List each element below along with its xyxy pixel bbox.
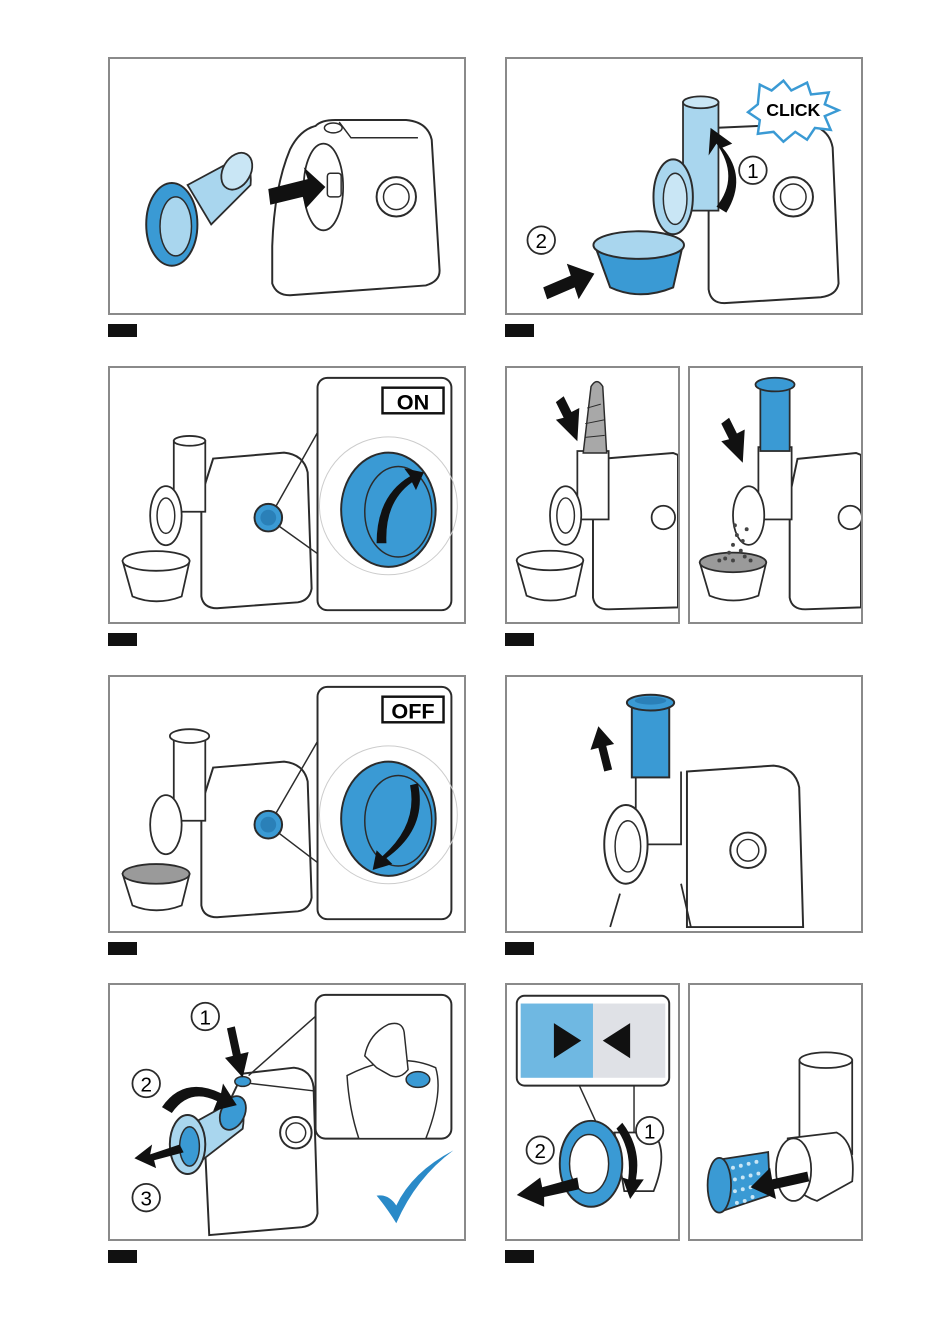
step-5-panel: OFF xyxy=(108,675,466,933)
step-8a-panel: 1 2 xyxy=(505,983,680,1241)
step-tab-4 xyxy=(505,633,534,646)
step-8b-panel xyxy=(688,983,863,1241)
push-food-illustration xyxy=(690,368,861,622)
step-tab-7 xyxy=(108,1250,137,1263)
attach-holder-illustration xyxy=(110,59,464,313)
step-2-panel: 1 CLICK 2 xyxy=(505,57,863,315)
step-7-panel: 1 2 3 xyxy=(108,983,466,1241)
callout-1: 1 xyxy=(747,160,759,183)
on-label: ON xyxy=(397,389,429,414)
callout-1: 1 xyxy=(644,1120,655,1143)
step-tab-8 xyxy=(505,1250,534,1263)
off-label: OFF xyxy=(391,698,434,723)
callout-2: 2 xyxy=(140,1073,152,1096)
remove-pusher-illustration xyxy=(507,677,861,931)
click-bowl-illustration: 1 CLICK 2 xyxy=(507,59,861,313)
callout-3: 3 xyxy=(140,1188,152,1211)
step-4b-panel xyxy=(688,366,863,624)
step-tab-1 xyxy=(108,324,137,337)
callout-2: 2 xyxy=(535,230,547,253)
step-tab-5 xyxy=(108,942,137,955)
step-4a-panel xyxy=(505,366,680,624)
detach-holder-illustration: 1 2 3 xyxy=(110,985,464,1239)
unlock-ring-illustration: 1 2 xyxy=(507,985,678,1239)
callout-1: 1 xyxy=(200,1006,212,1029)
step-1-panel xyxy=(108,57,466,315)
step-tab-6 xyxy=(505,942,534,955)
step-3-panel: ON xyxy=(108,366,466,624)
callout-2: 2 xyxy=(535,1140,546,1163)
step-6-panel xyxy=(505,675,863,933)
switch-off-illustration: OFF xyxy=(110,677,464,931)
insert-food-illustration xyxy=(507,368,678,622)
click-label: CLICK xyxy=(766,100,820,120)
switch-on-illustration: ON xyxy=(110,368,464,622)
step-tab-2 xyxy=(505,324,534,337)
remove-drum-illustration xyxy=(690,985,861,1239)
step-tab-3 xyxy=(108,633,137,646)
